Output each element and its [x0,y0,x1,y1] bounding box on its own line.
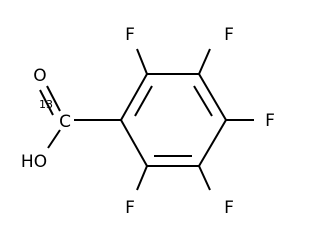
ring-bond-c1-c2 [120,73,148,121]
bond-carbonyl-double-b [39,89,54,116]
bonds [39,48,254,191]
ring-inner-bond-c3-c4 [193,85,213,117]
oxygen-label-carbonyl: O [33,66,46,86]
bond-c2-f [136,48,148,75]
ring-bond-c3-c4 [198,73,227,121]
carboxyl-carbon-label: C [59,112,71,132]
bond-c3-f [198,48,211,75]
bond-c5-f [198,165,211,191]
fluorine-label-top-right: F [224,25,234,45]
fluorine-label-bottom-right: F [224,198,234,218]
bond-c-oh [47,129,61,149]
bond-c6-f [136,165,148,191]
hydroxyl-label: HO [21,152,47,172]
structure-diagram: F F F F F O HO 13 C [21,25,275,218]
atom-labels: F F F F F O HO 13 C [21,25,275,218]
ring-bond-c6-c1 [120,119,148,167]
ring-inner-bond-c1-c2 [134,85,153,117]
fluorine-label-top-left: F [125,25,135,45]
ring-bond-c4-c5 [198,119,227,167]
isotope-mass-label: 13 [39,98,53,111]
fluorine-label-bottom-left: F [125,198,135,218]
fluorine-label-right: F [265,111,275,131]
bond-carbonyl-double-a [46,85,61,112]
